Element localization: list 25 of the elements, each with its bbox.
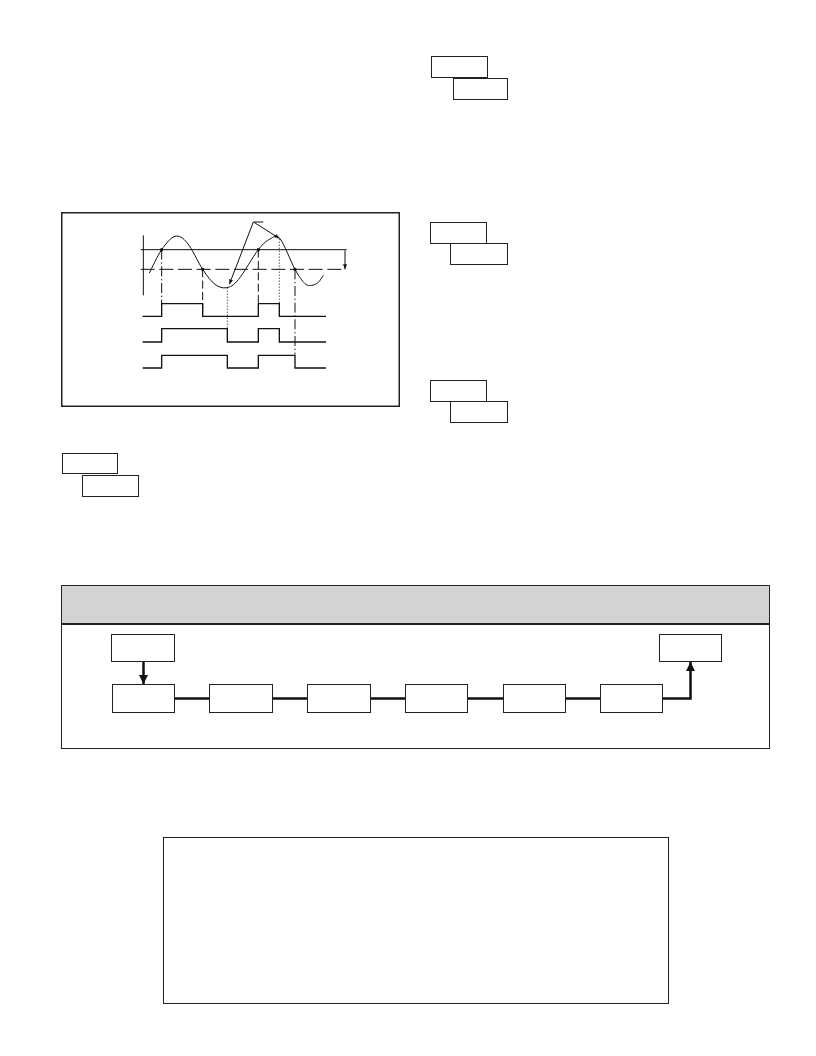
step-box [209,684,273,713]
flow-panel [61,585,770,749]
blank-box [430,380,487,402]
arrow [139,662,148,684]
arrow [663,662,695,700]
step-box [405,684,468,713]
step-box [600,684,663,713]
blank-box [430,222,487,244]
blank-frame [163,837,669,1004]
blank-box [453,78,508,100]
step-box [111,634,175,662]
step-box [307,684,371,713]
blank-box [450,243,508,265]
blank-box [62,453,118,474]
connector-line [273,697,307,700]
connector-line [468,697,503,700]
step-box [659,634,722,662]
connector-line [371,697,405,700]
connector-line [175,697,209,700]
blank-box [450,401,508,423]
blank-box [82,475,139,497]
blank-box [431,56,488,78]
connector-line [566,697,600,700]
step-box [503,684,566,713]
step-box [112,684,175,713]
